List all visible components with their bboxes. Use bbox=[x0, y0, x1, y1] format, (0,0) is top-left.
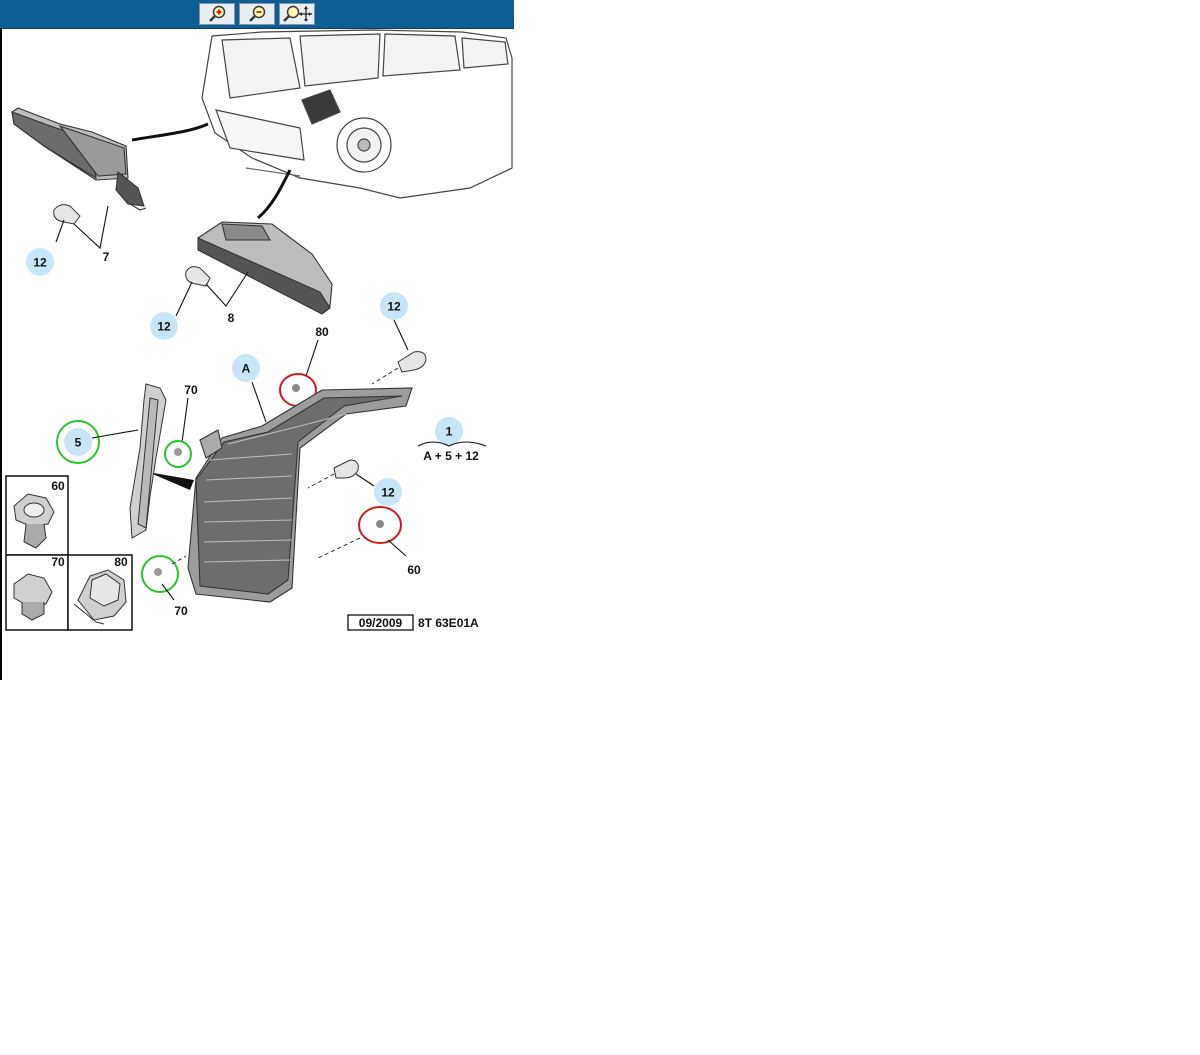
callout-12-lower-left-text: 12 bbox=[157, 320, 171, 334]
lamp-housing-middle bbox=[197, 221, 333, 315]
callout-a-text: A bbox=[242, 362, 251, 376]
bulb-top-right bbox=[397, 351, 427, 373]
clip-70-bottom-part bbox=[154, 568, 162, 576]
callout-12-upper-left bbox=[26, 248, 54, 276]
label-80: 80 bbox=[315, 325, 329, 339]
fastener-80-image bbox=[73, 569, 127, 625]
bulb-upper-left bbox=[53, 204, 81, 225]
gasket-5 bbox=[129, 383, 167, 539]
clip-60-part bbox=[376, 520, 384, 528]
callout-1 bbox=[435, 417, 463, 445]
clip-70-top-part bbox=[174, 448, 182, 456]
arrow-pointer bbox=[148, 472, 194, 490]
clip-80-part bbox=[292, 384, 300, 392]
zoom-out-button[interactable] bbox=[239, 3, 275, 25]
callout-12-mid-right-text: 12 bbox=[381, 486, 395, 500]
leader-12-upper-left bbox=[55, 219, 65, 243]
fastener-inset-table: 60 70 80 bbox=[5, 475, 133, 631]
footer-date-box bbox=[347, 614, 414, 631]
highlight-70-top-circle bbox=[164, 440, 192, 468]
viewer-toolbar bbox=[0, 0, 514, 29]
inset-label-70: 70 bbox=[51, 555, 65, 569]
lamp-housing-upper-left bbox=[11, 107, 147, 211]
zoom-out-icon bbox=[249, 5, 266, 22]
footer-reference: 8T 63E01A bbox=[418, 616, 479, 630]
highlight-60-circle bbox=[358, 506, 402, 544]
fastener-70-image bbox=[13, 573, 53, 621]
callout-12-upper-left-text: 12 bbox=[33, 256, 47, 270]
label-70-bottom: 70 bbox=[174, 604, 188, 618]
label-70-top: 70 bbox=[184, 383, 198, 397]
zoom-pan-icon bbox=[283, 5, 312, 22]
label-8: 8 bbox=[228, 311, 235, 325]
callout-a bbox=[232, 354, 260, 382]
connector-line-upper bbox=[131, 122, 209, 142]
footer-date: 09/2009 bbox=[359, 616, 403, 630]
inset-label-60: 60 bbox=[51, 479, 65, 493]
inset-label-80: 80 bbox=[114, 555, 128, 569]
leader-7 bbox=[73, 205, 109, 250]
callout-5 bbox=[64, 428, 92, 456]
vehicle-illustration bbox=[201, 29, 513, 199]
connector-line-lower bbox=[257, 169, 292, 220]
callout-12-mid-right bbox=[374, 478, 402, 506]
leader-12-lower-left bbox=[175, 281, 193, 317]
callout-5-text: 5 bbox=[75, 436, 82, 450]
zoom-pan-button[interactable] bbox=[279, 3, 315, 25]
zoom-in-button[interactable] bbox=[199, 3, 235, 25]
parts-diagram: 12 7 12 8 12 80 A bbox=[5, 29, 513, 631]
callout-1-text: 1 bbox=[446, 425, 453, 439]
viewer-left-border bbox=[0, 28, 2, 680]
highlight-70-bottom-circle bbox=[141, 555, 179, 593]
bulb-mid-right bbox=[333, 459, 359, 479]
parts-viewer: 12 7 12 8 12 80 A bbox=[0, 0, 514, 680]
label-7: 7 bbox=[103, 250, 110, 264]
callout-12-lower-left bbox=[150, 312, 178, 340]
fastener-60-image bbox=[13, 493, 55, 549]
label-60: 60 bbox=[407, 563, 421, 577]
brace-assembly bbox=[417, 441, 487, 447]
zoom-in-icon bbox=[209, 5, 226, 22]
leader-8 bbox=[205, 271, 249, 307]
highlight-5-circle bbox=[56, 420, 100, 464]
callout-12-top-right bbox=[380, 292, 408, 320]
callout-12-top-right-text: 12 bbox=[387, 300, 401, 314]
bulb-lower-left bbox=[185, 266, 211, 287]
label-assembly-formula: A + 5 + 12 bbox=[423, 449, 479, 463]
tail-lamp-main bbox=[187, 387, 413, 603]
